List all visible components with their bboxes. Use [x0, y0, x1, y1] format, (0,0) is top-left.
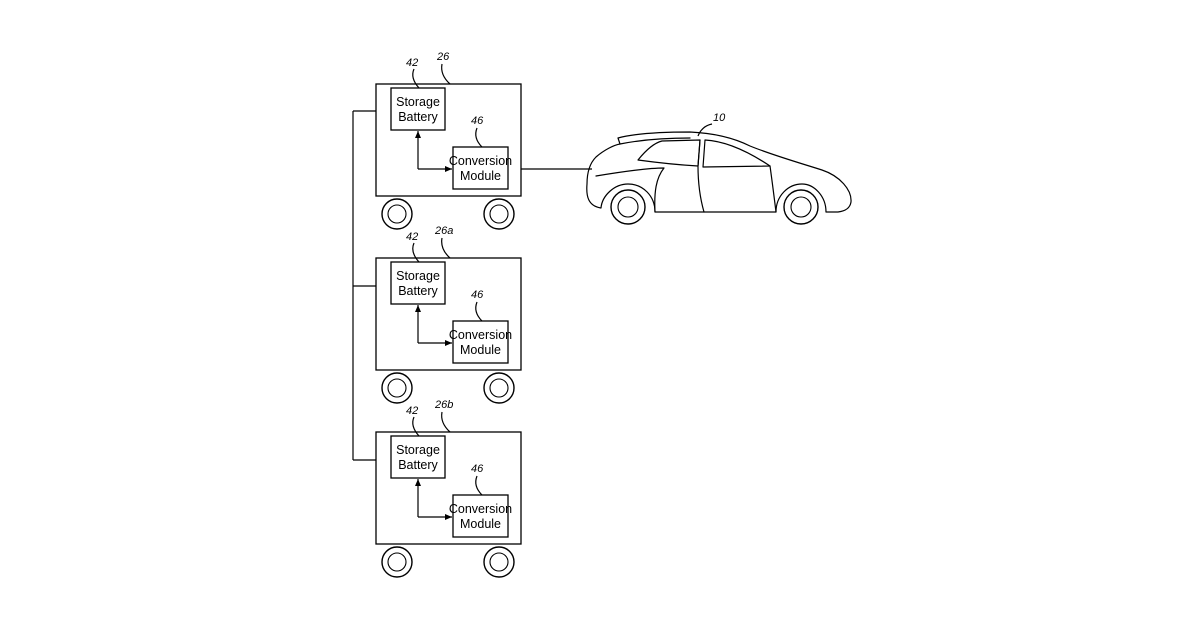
- conversion-module-label-line2: Module: [460, 169, 501, 183]
- storage-battery-label-line1: Storage: [396, 95, 440, 109]
- mobile-battery-unit: Storage Battery Conversion Module 42 26 …: [376, 51, 521, 229]
- vehicle-ref-number: 10: [713, 112, 726, 124]
- unit-leader-line: [442, 238, 450, 258]
- wheel: [382, 547, 412, 577]
- unit-ref-number: 26b: [434, 399, 453, 411]
- vehicle-wheel-rear: [611, 190, 645, 224]
- unit-leader-line: [442, 412, 450, 432]
- mobile-battery-unit: Storage Battery Conversion Module 42 26a…: [376, 225, 521, 403]
- vehicle-wheel-front: [784, 190, 818, 224]
- wheel: [484, 547, 514, 577]
- storage-battery-label-line1: Storage: [396, 443, 440, 457]
- door-line-front: [770, 166, 776, 212]
- conversion-module-label-line2: Module: [460, 343, 501, 357]
- battery-ref-number: 42: [406, 405, 418, 417]
- door-line-rear: [698, 140, 704, 212]
- battery-ref-number: 42: [406, 57, 418, 69]
- conversion-module-label-line1: Conversion: [449, 328, 512, 342]
- rear-window: [638, 140, 700, 166]
- module-ref-number: 46: [471, 289, 484, 301]
- module-ref-number: 46: [471, 463, 484, 475]
- storage-battery-label-line1: Storage: [396, 269, 440, 283]
- unit-ref-number: 26a: [434, 225, 453, 237]
- wheel: [484, 373, 514, 403]
- wheel: [484, 199, 514, 229]
- storage-battery-label-line2: Battery: [398, 458, 438, 472]
- unit-leader-line: [442, 64, 450, 84]
- electric-vehicle: 10: [587, 112, 851, 224]
- module-ref-number: 46: [471, 115, 484, 127]
- front-window: [703, 140, 770, 167]
- battery-ref-number: 42: [406, 231, 418, 243]
- mobile-battery-unit: Storage Battery Conversion Module 42 26b…: [376, 399, 521, 577]
- storage-battery-label-line2: Battery: [398, 110, 438, 124]
- wheel: [382, 373, 412, 403]
- unit-ref-number: 26: [436, 51, 450, 63]
- storage-battery-label-line2: Battery: [398, 284, 438, 298]
- conversion-module-label-line1: Conversion: [449, 502, 512, 516]
- wheel: [382, 199, 412, 229]
- conversion-module-label-line2: Module: [460, 517, 501, 531]
- conversion-module-label-line1: Conversion: [449, 154, 512, 168]
